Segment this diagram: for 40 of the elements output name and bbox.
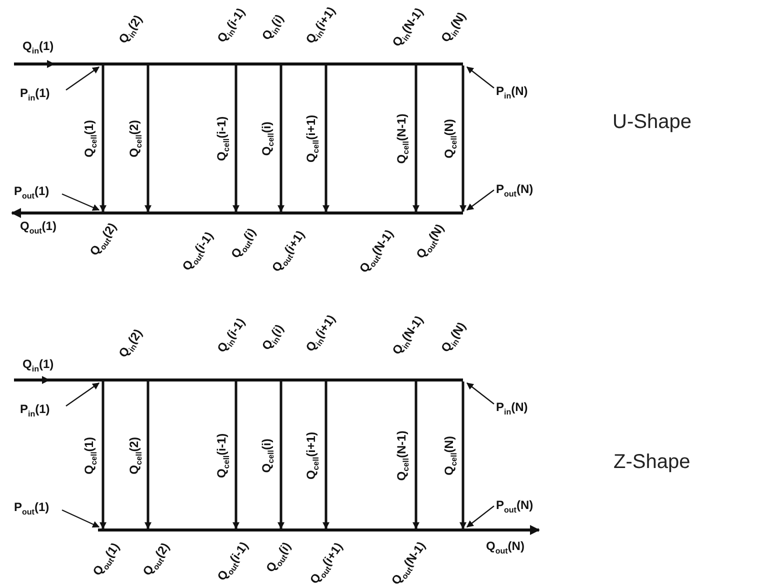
flow-label: Q$_{out}$(N): [486, 538, 524, 557]
leader-line: [66, 382, 100, 406]
flow-arrow: [144, 66, 152, 212]
leader-line: [66, 66, 100, 90]
pressure-label: P$_{in}$(1): [20, 86, 50, 106]
flow-arrow: [278, 66, 284, 212]
pressure-label: P$_{out}$(1): [14, 184, 50, 204]
leader-line: [466, 506, 494, 528]
leader-line: [62, 193, 100, 211]
manifold-pipe: [14, 60, 463, 68]
pressure-label: P$_{in}$(1): [20, 402, 50, 422]
flow-arrow: [232, 66, 240, 212]
flow-arrow: [412, 66, 420, 212]
diagram-heading: Z-Shape: [614, 450, 690, 474]
manifold-pipe: [98, 525, 540, 535]
pressure-label: P$_{in}$(N): [496, 84, 528, 104]
flow-arrow: [412, 382, 420, 530]
pressure-label: P$_{out}$(N): [496, 498, 534, 518]
flow-label: Q$_{out}$(1): [20, 218, 56, 237]
flow-arrow: [322, 66, 330, 212]
pressure-label: P$_{out}$(1): [14, 500, 50, 520]
manifold-pipe: [14, 376, 463, 384]
leader-line: [466, 66, 494, 88]
flow-arrow: [460, 382, 466, 530]
leader-line: [466, 382, 494, 404]
flow-arrow: [144, 382, 152, 530]
flow-label: Q$_{in}$(1): [22, 356, 54, 375]
flow-arrow: [278, 382, 284, 530]
leader-line: [466, 190, 494, 210]
pressure-label: P$_{out}$(N): [496, 182, 534, 202]
flow-arrow: [322, 382, 330, 530]
flow-label: Q$_{in}$(1): [22, 38, 54, 57]
manifold-pipe: [11, 208, 463, 218]
diagram-heading: U-Shape: [612, 110, 692, 134]
flow-arrow: [100, 382, 106, 530]
flow-arrow: [100, 66, 106, 212]
leader-line: [62, 509, 100, 528]
pressure-label: P$_{in}$(N): [496, 400, 528, 420]
flow-arrow: [232, 382, 240, 530]
flow-arrow: [460, 66, 466, 212]
